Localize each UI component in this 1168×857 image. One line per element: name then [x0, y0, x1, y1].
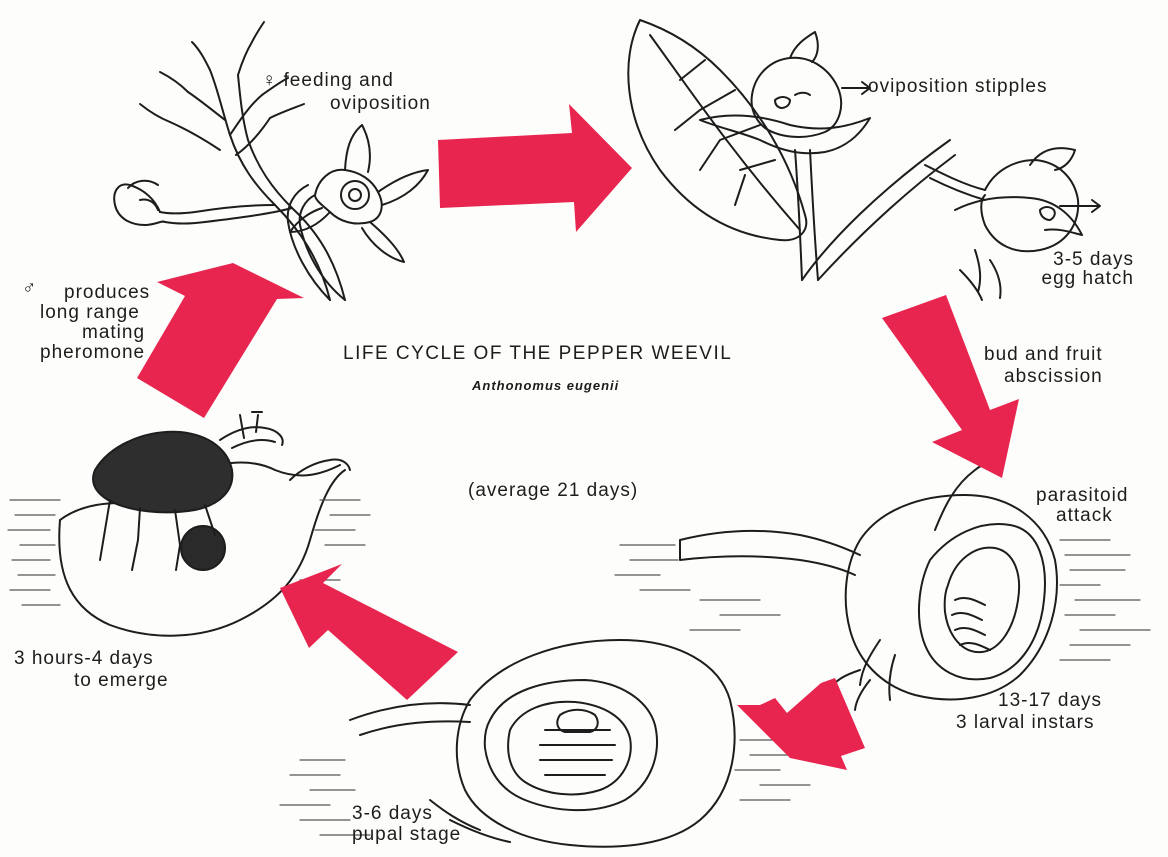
diagram-title: LIFE CYCLE OF THE PEPPER WEEVIL: [343, 343, 732, 365]
feeding-label: ♀ feeding and: [262, 70, 394, 92]
produces-label: produces: [64, 282, 150, 304]
larval-days-label: 13-17 days: [998, 690, 1102, 712]
emerge-time-label: 3 hours-4 days: [14, 648, 154, 670]
arrow-adult-to-plant: [137, 263, 304, 418]
attack-label: attack: [1056, 505, 1113, 527]
to-emerge-label: to emerge: [74, 670, 169, 692]
pupal-days-label: 3-6 days: [352, 803, 433, 825]
pepper-bud-illustration: [628, 20, 1100, 300]
pepper-flower-plant-illustration: [114, 22, 428, 300]
female-symbol: ♀: [262, 70, 277, 91]
scientific-name: Anthonomus eugenii: [472, 378, 619, 393]
abscission-label: abscission: [1004, 366, 1103, 388]
male-symbol: ♂: [22, 278, 37, 300]
oviposition-label: oviposition: [330, 93, 431, 115]
long-range-label: long range: [40, 302, 140, 324]
arrow-feeding-to-oviposition: [438, 104, 632, 232]
oviposition-stipples-label: oviposition stipples: [868, 76, 1047, 98]
egg-hatch-label: egg hatch: [1042, 268, 1134, 290]
arrow-bud-to-abscission: [882, 295, 1019, 478]
pupal-stage-label: pupal stage: [352, 824, 461, 846]
arrow-larva-to-pupa: [737, 678, 865, 770]
arrow-pupa-to-adult: [280, 564, 458, 700]
fruit-larva-cross-section-illustration: [680, 461, 1057, 710]
mating-label: mating: [82, 322, 145, 344]
parasitoid-label: parasitoid: [1036, 485, 1128, 507]
pheromone-label: pheromone: [40, 342, 145, 364]
average-duration-label: (average 21 days): [468, 480, 638, 502]
bud-fruit-label: bud and fruit: [984, 344, 1103, 366]
larval-instars-label: 3 larval instars: [956, 712, 1095, 734]
